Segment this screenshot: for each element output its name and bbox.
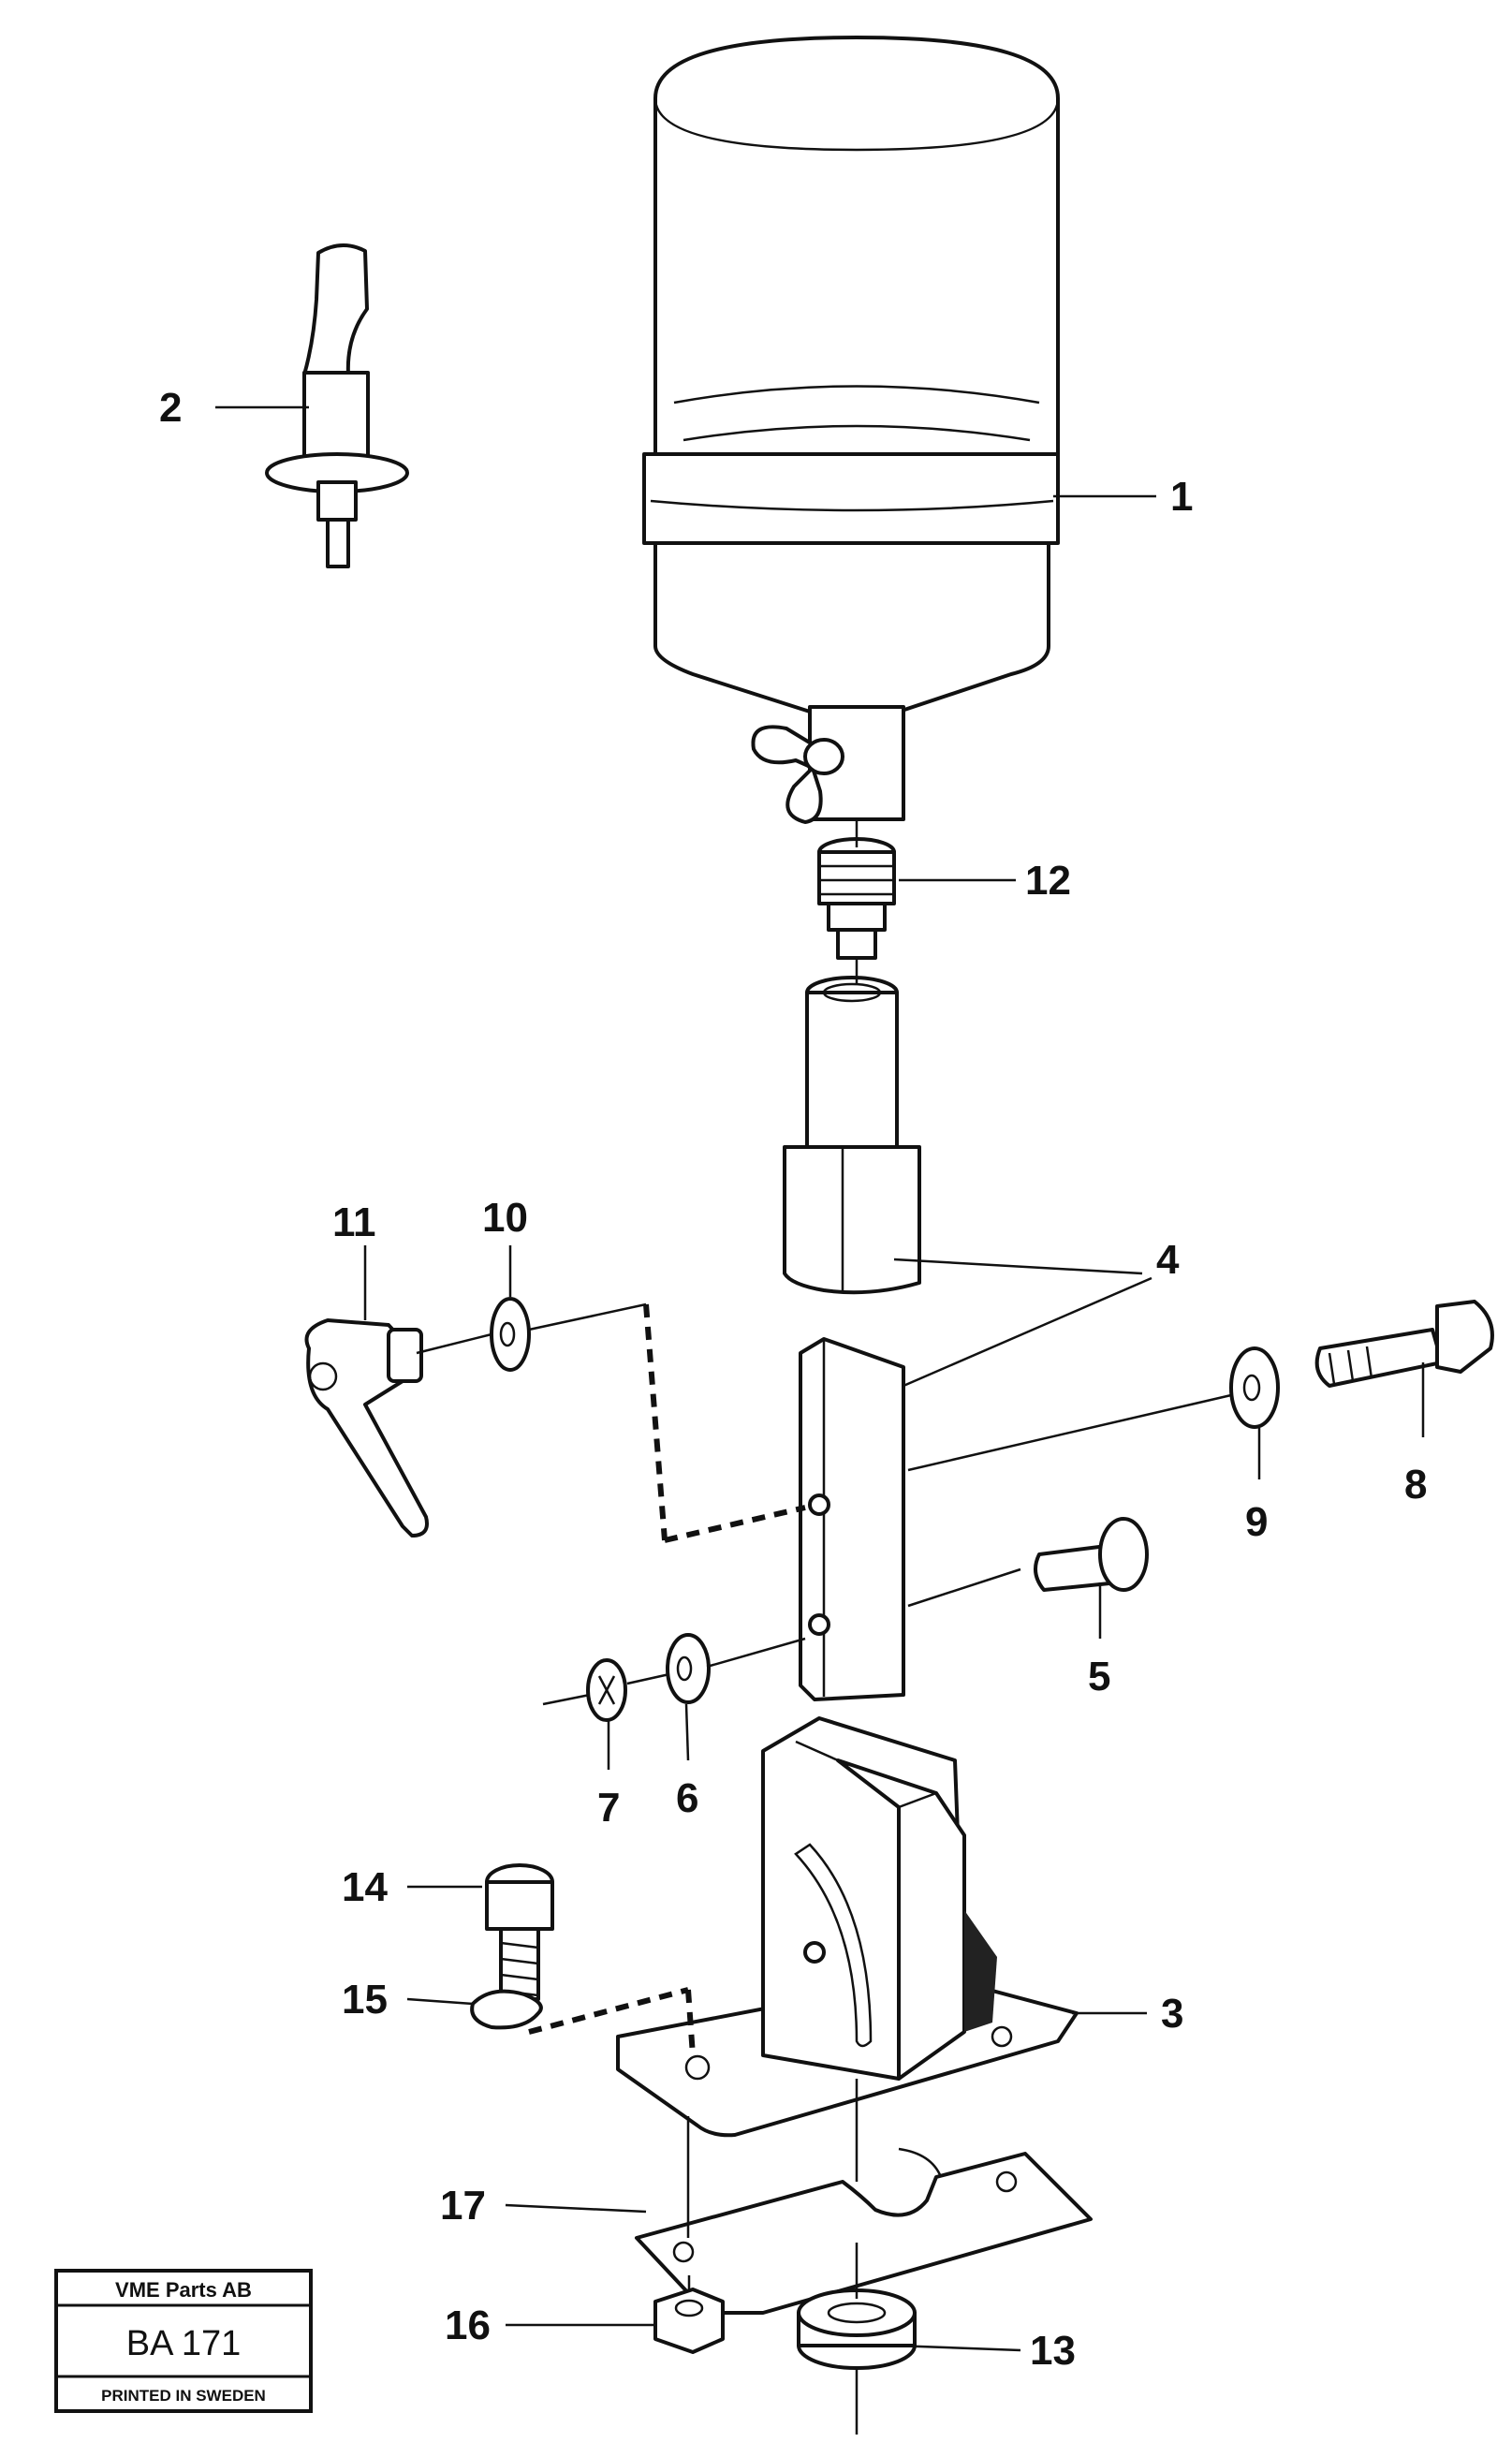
bolt-8 [1314, 1300, 1494, 1388]
lower-channel-part [799, 1337, 905, 1701]
callout-7: 7 [597, 1785, 620, 1831]
callout-15: 15 [342, 1977, 388, 2023]
pin-5 [1034, 1517, 1149, 1592]
callout-6: 6 [676, 1775, 698, 1821]
lock-washer-7 [586, 1658, 627, 1722]
bolt-14 [485, 1863, 554, 2001]
callout-17: 17 [440, 2183, 486, 2229]
callout-3: 3 [1161, 1991, 1183, 2037]
nut-16 [653, 2288, 725, 2354]
washer-10 [490, 1297, 531, 1372]
knob-part [304, 1318, 429, 1537]
callout-13: 13 [1030, 2328, 1076, 2374]
fitting-part [817, 837, 896, 974]
callout-5: 5 [1088, 1654, 1110, 1699]
washer-9 [1229, 1346, 1280, 1429]
container-bottle [642, 36, 1060, 824]
plate-17 [635, 2147, 1093, 2315]
title-block-code: BA 171 [126, 2324, 242, 2363]
callout-2: 2 [159, 385, 182, 431]
grommet-13 [797, 2288, 917, 2370]
bracket-part [616, 1716, 1079, 2138]
callout-4: 4 [1156, 1237, 1180, 1283]
title-block-footer: PRINTED IN SWEDEN [101, 2387, 266, 2405]
title-block: VME Parts AB BA 171 PRINTED IN SWEDEN [54, 2269, 313, 2413]
callout-8: 8 [1404, 1462, 1427, 1508]
callout-10: 10 [482, 1195, 528, 1241]
clip-15 [470, 1989, 543, 2030]
callout-12: 12 [1025, 858, 1071, 904]
callout-14: 14 [342, 1864, 388, 1910]
callout-labels: 1 2 12 4 10 11 9 8 5 6 7 14 15 3 17 16 1… [159, 385, 1427, 2374]
upper-tube-part [783, 976, 921, 1295]
callout-16: 16 [445, 2303, 491, 2348]
callout-1: 1 [1170, 474, 1193, 520]
washer-6 [666, 1633, 711, 1704]
callout-9: 9 [1245, 1499, 1268, 1545]
callout-leaders [215, 405, 1425, 2352]
callout-11: 11 [332, 1199, 376, 1245]
title-block-company: VME Parts AB [115, 2278, 252, 2302]
bulb-part [265, 243, 409, 568]
assembly-lines [416, 819, 1232, 2435]
